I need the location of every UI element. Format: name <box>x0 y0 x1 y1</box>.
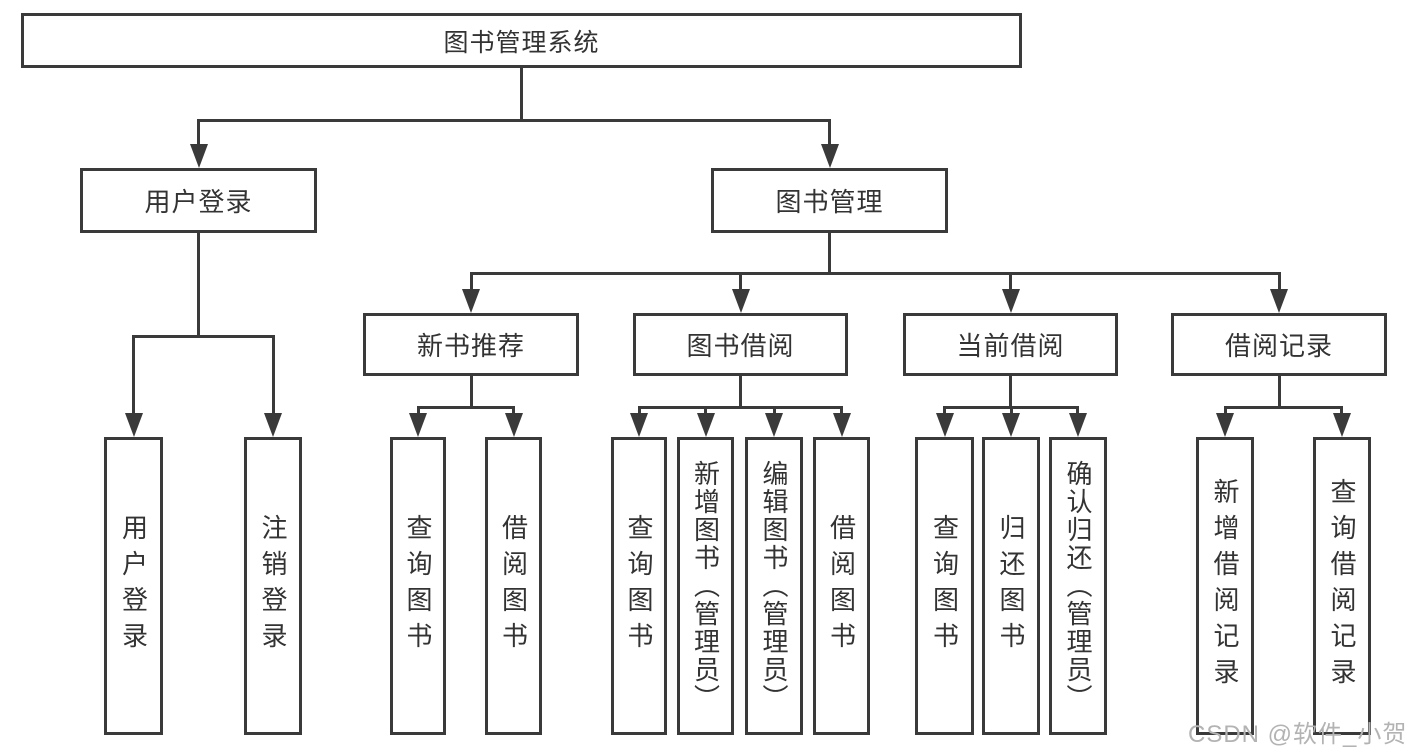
connector-line <box>828 119 831 149</box>
arrow-down-icon <box>409 413 427 437</box>
leaf-confirm-return-admin-label: 确认归还（管理员） <box>1063 460 1093 712</box>
leaf-user-login: 用户登录 <box>104 437 163 735</box>
arrow-down-icon <box>462 289 480 313</box>
arrow-down-icon <box>1002 289 1020 313</box>
leaf-add-book-admin: 新增图书（管理员） <box>677 437 734 735</box>
connector-line <box>1278 376 1281 408</box>
leaf-add-borrow-record: 新增借阅记录 <box>1196 437 1254 735</box>
node-new-book-recommend: 新书推荐 <box>363 313 579 376</box>
node-book-borrow-label: 图书借阅 <box>686 331 795 361</box>
leaf-add-borrow-record-label: 新增借阅记录 <box>1210 478 1240 694</box>
connector-line <box>1009 272 1012 294</box>
node-root-label: 图书管理系统 <box>443 28 600 57</box>
node-root: 图书管理系统 <box>21 13 1022 68</box>
leaf-logout-label: 注销登录 <box>258 514 288 658</box>
node-user-login-label: 用户登录 <box>144 187 253 217</box>
node-current-borrow: 当前借阅 <box>903 313 1118 376</box>
connector-line <box>470 272 473 294</box>
arrow-down-icon <box>1069 413 1087 437</box>
connector-line <box>470 376 473 408</box>
connector-line <box>739 272 742 294</box>
leaf-query-book-recommend-label: 查询图书 <box>403 514 433 658</box>
connector-line <box>197 119 200 149</box>
leaf-add-book-admin-label: 新增图书（管理员） <box>690 460 721 712</box>
arrow-down-icon <box>732 289 750 313</box>
arrow-down-icon <box>630 413 648 437</box>
connector-line <box>638 406 842 409</box>
node-book-borrow: 图书借阅 <box>633 313 848 376</box>
connector-line <box>470 272 1279 275</box>
leaf-borrow-book-recommend-label: 借阅图书 <box>498 514 529 658</box>
connector-line <box>197 233 200 337</box>
leaf-query-borrow-record: 查询借阅记录 <box>1313 437 1371 735</box>
arrow-down-icon <box>125 413 143 437</box>
arrow-down-icon <box>1333 413 1351 437</box>
leaf-query-book-recommend: 查询图书 <box>390 437 446 735</box>
node-borrow-record-label: 借阅记录 <box>1224 331 1333 361</box>
arrow-down-icon <box>505 413 523 437</box>
arrow-down-icon <box>1002 413 1020 437</box>
arrow-down-icon <box>765 413 783 437</box>
arrow-down-icon <box>1216 413 1234 437</box>
leaf-confirm-return-admin: 确认归还（管理员） <box>1049 437 1107 735</box>
node-book-management: 图书管理 <box>711 168 948 233</box>
node-book-management-label: 图书管理 <box>775 187 884 217</box>
connector-line <box>417 406 515 409</box>
node-user-login: 用户登录 <box>80 168 317 233</box>
connector-line <box>132 335 273 338</box>
arrow-down-icon <box>264 413 282 437</box>
csdn-watermark: CSDN @软件_小贺同学 <box>1188 721 1405 747</box>
arrow-down-icon <box>1270 289 1288 313</box>
connector-line <box>739 376 742 408</box>
node-new-book-recommend-label: 新书推荐 <box>416 331 525 361</box>
connector-line <box>132 335 135 417</box>
leaf-logout: 注销登录 <box>244 437 302 735</box>
connector-line <box>828 233 831 274</box>
connector-line <box>1009 376 1012 408</box>
leaf-return-book-label: 归还图书 <box>996 514 1026 658</box>
arrow-down-icon <box>190 144 208 168</box>
leaf-query-book-borrow: 查询图书 <box>611 437 667 735</box>
leaf-borrow-book-recommend: 借阅图书 <box>485 437 542 735</box>
arrow-down-icon <box>697 413 715 437</box>
leaf-query-book-borrow-label: 查询图书 <box>624 514 654 658</box>
connector-line <box>1278 272 1281 294</box>
connector-line <box>272 335 275 417</box>
leaf-return-book: 归还图书 <box>982 437 1040 735</box>
connector-line <box>197 119 831 122</box>
node-current-borrow-label: 当前借阅 <box>956 331 1065 361</box>
node-borrow-record: 借阅记录 <box>1171 313 1387 376</box>
arrow-down-icon <box>833 413 851 437</box>
leaf-borrow-book: 借阅图书 <box>813 437 870 735</box>
leaf-user-login-label: 用户登录 <box>118 514 149 658</box>
leaf-query-book-current: 查询图书 <box>915 437 974 735</box>
leaf-query-book-current-label: 查询图书 <box>929 514 960 658</box>
leaf-edit-book-admin: 编辑图书（管理员） <box>745 437 803 735</box>
leaf-edit-book-admin-label: 编辑图书（管理员） <box>759 460 789 712</box>
connector-line <box>1224 406 1343 409</box>
arrow-down-icon <box>936 413 954 437</box>
leaf-query-borrow-record-label: 查询借阅记录 <box>1327 478 1357 694</box>
arrow-down-icon <box>821 144 839 168</box>
connector-line <box>520 68 523 121</box>
leaf-borrow-book-label: 借阅图书 <box>826 514 857 658</box>
